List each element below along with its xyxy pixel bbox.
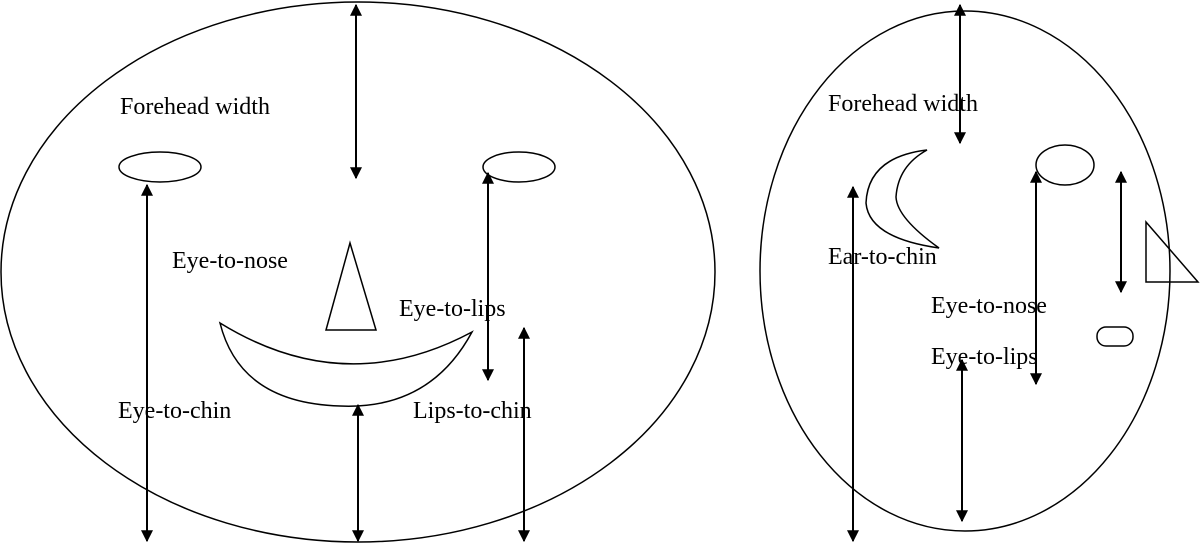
front-view-face: Forehead width Eye-to-nose Eye-to-lips E… <box>0 1 716 543</box>
side-eye-to-lips-label: Eye-to-lips <box>931 344 1038 370</box>
side-nose <box>1145 219 1200 283</box>
front-left-eye <box>118 151 202 183</box>
side-mouth <box>1096 326 1134 347</box>
side-view-face: Forehead width Ear-to-chin Eye-to-nose E… <box>759 3 1200 543</box>
front-right-eye <box>482 151 556 183</box>
front-eye-to-nose-label: Eye-to-nose <box>172 248 288 274</box>
front-eye-to-chin-label: Eye-to-chin <box>118 398 231 424</box>
side-eye-to-nose-label: Eye-to-nose <box>931 293 1047 319</box>
front-lips-to-chin-label: Lips-to-chin <box>413 398 532 424</box>
side-forehead-width-label: Forehead width <box>828 91 978 117</box>
side-ear-to-chin-label: Ear-to-chin <box>828 244 937 270</box>
side-face-outline <box>759 10 1171 532</box>
front-mouth <box>218 321 474 407</box>
front-forehead-width-label: Forehead width <box>120 94 270 120</box>
side-ear <box>865 149 940 249</box>
front-nose <box>325 240 378 331</box>
side-eye <box>1035 144 1095 186</box>
front-eye-to-lips-label: Eye-to-lips <box>399 296 506 322</box>
